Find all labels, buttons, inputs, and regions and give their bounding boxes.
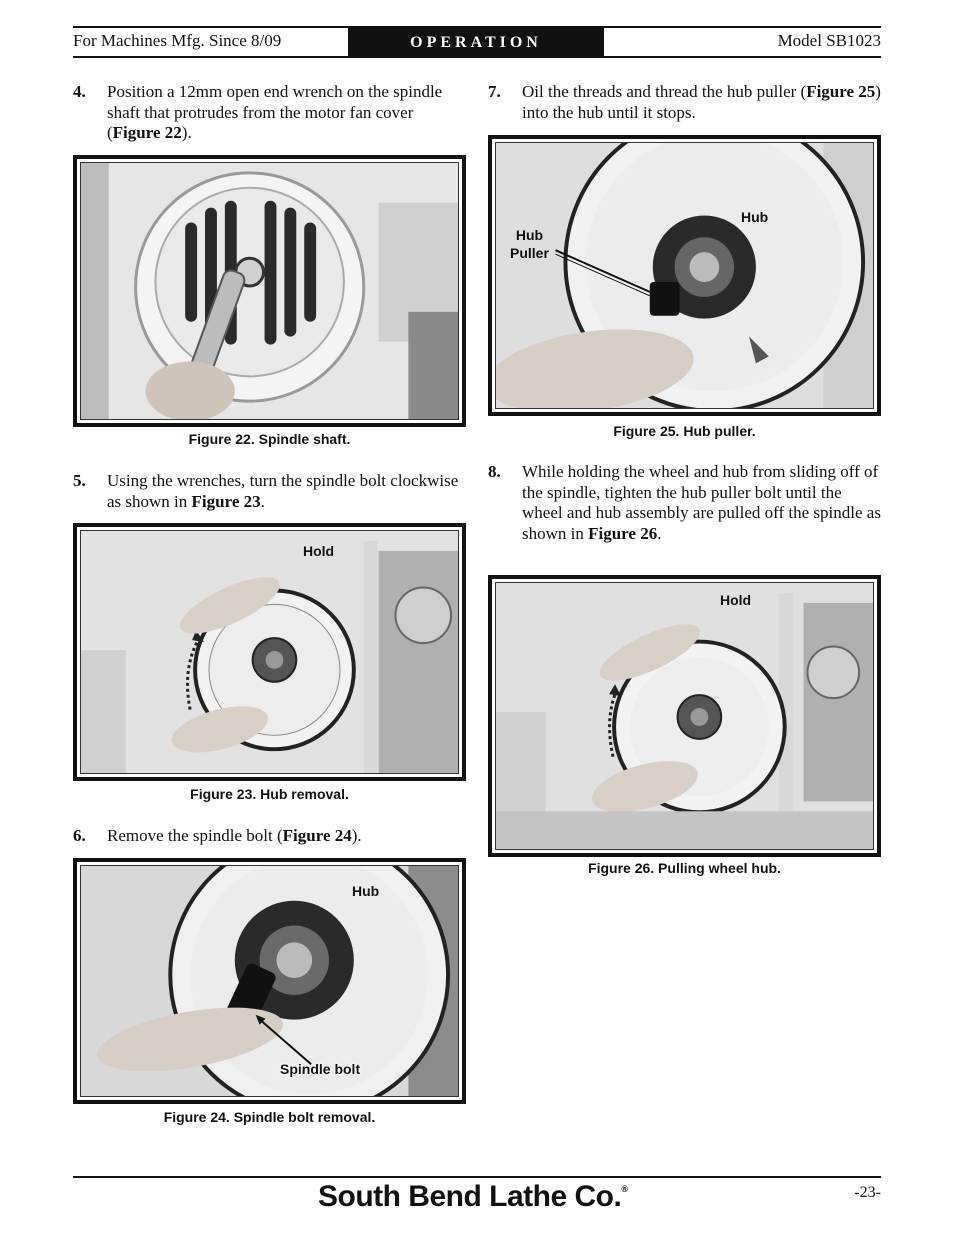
step-number: 6. [73,826,86,845]
figure-25-photo: Hub Hub Puller [488,135,881,416]
header-machines-date: For Machines Mfg. Since 8/09 [73,31,282,50]
brand-logo: South Bend Lathe Co.® [318,1180,628,1213]
step-text: Oil the threads and thread the hub pulle… [522,82,881,122]
label-hub-puller: Hub Puller [510,227,549,261]
header-model: Model SB1023 [777,31,881,50]
step-number: 7. [488,82,501,101]
label-spindle-bolt: Spindle bolt [280,1061,361,1077]
label-hold: Hold [720,592,752,608]
figure-ref: Figure 26 [588,523,658,543]
figure-22-caption: Figure 22. Spindle shaft. [188,431,351,447]
step-number: 4. [73,82,86,101]
figure-24-photo: Hub Spindle bolt [73,858,466,1104]
page-header: For Machines Mfg. Since 8/09 OPERATION M… [73,26,881,58]
figure-ref: Figure 24 [282,826,352,845]
figure-ref: Figure 22 [112,123,182,142]
label-hold: Hold [303,543,335,559]
step-number: 8. [488,462,501,481]
step-number: 5. [73,471,86,490]
spindle-shaft-illustration [81,163,458,419]
step-text: Using the wrenches, turn the spindle bol… [107,471,459,511]
figure-24-caption: Figure 24. Spindle bolt removal. [163,1109,376,1125]
figure-22-photo [73,155,466,427]
hub-puller-illustration [496,143,873,408]
figure-23-caption: Figure 23. Hub removal. [190,786,349,802]
step-text: While holding the wheel and hub from sli… [522,462,881,543]
footer-rule [73,1176,881,1178]
step-text: Position a 12mm open end wrench on the s… [107,82,443,142]
page-number: -23- [854,1184,881,1201]
figure-26-photo: Hold [488,575,881,857]
figure-ref: Figure 25 [806,82,876,101]
pulling-wheel-hub-illustration [496,583,873,849]
registered-mark: ® [621,1184,628,1194]
hub-removal-illustration [81,531,458,773]
spindle-bolt-removal-illustration [81,866,458,1096]
step-text: Remove the spindle bolt (Figure 24). [107,826,362,845]
header-section-title: OPERATION [348,28,604,56]
label-hub: Hub [352,883,380,899]
figure-23-photo: Hold [73,523,466,781]
figure-ref: Figure 23 [191,491,261,511]
figure-25-caption: Figure 25. Hub puller. [613,423,756,439]
label-hub: Hub [741,209,769,225]
figure-26-caption: Figure 26. Pulling wheel hub. [588,860,781,876]
